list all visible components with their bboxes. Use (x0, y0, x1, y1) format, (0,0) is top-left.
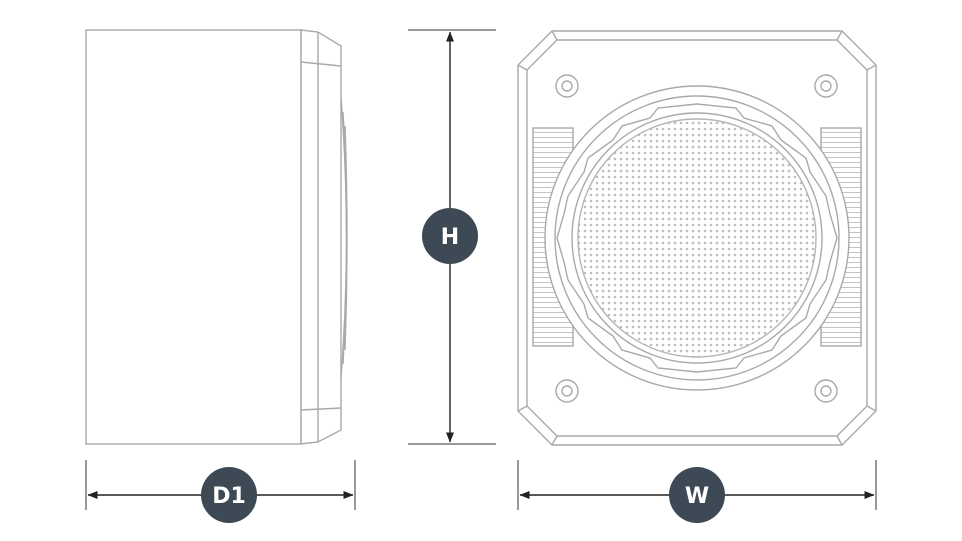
side-bezel (300, 29, 342, 445)
width-label: W (685, 484, 709, 509)
speaker-side-view-icon (85, 29, 348, 445)
speaker-front-view-icon (517, 30, 877, 446)
width-badge (669, 467, 725, 523)
screw-bottom-left (555, 379, 579, 403)
screw-top-right (814, 74, 838, 98)
grille (577, 118, 817, 358)
depth-badge (201, 467, 257, 523)
width-dimension: W (517, 460, 877, 523)
height-badge (422, 208, 478, 264)
screw-top-left (555, 74, 579, 98)
side-body (85, 29, 302, 445)
depth-dimension: D1 (85, 460, 356, 523)
height-label: H (441, 225, 459, 250)
screw-bottom-right (814, 379, 838, 403)
height-dimension: H (408, 29, 496, 445)
depth-label: D1 (212, 484, 246, 509)
